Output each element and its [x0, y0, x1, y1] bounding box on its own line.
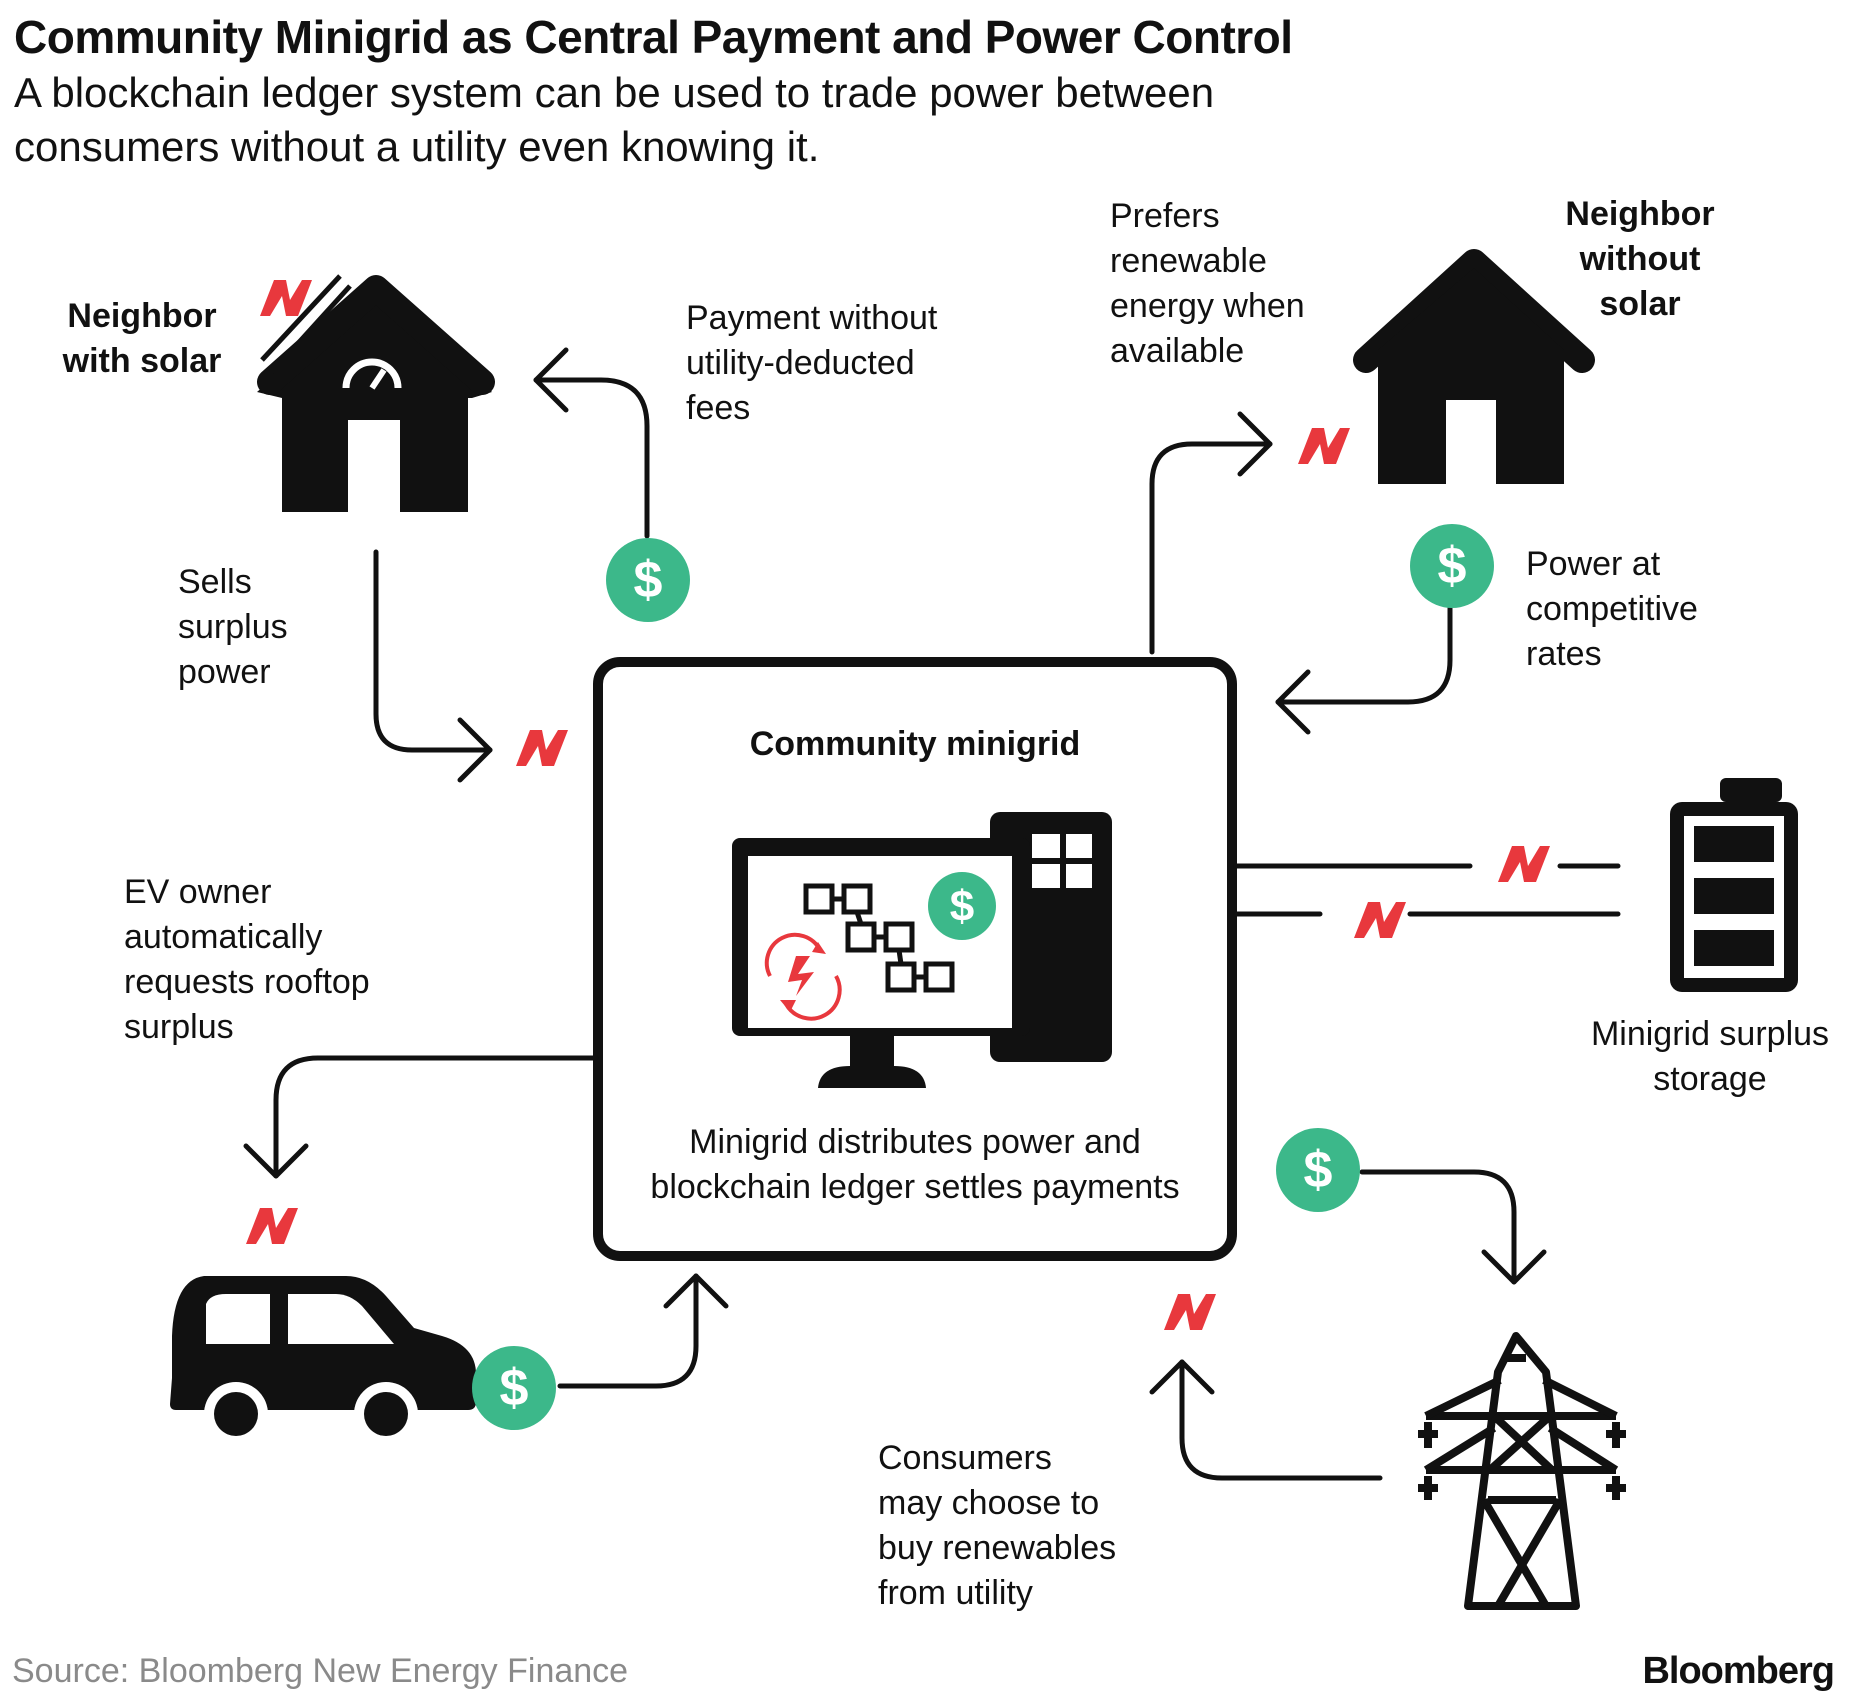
- payment-annotation: Payment without utility-deducted fees: [686, 299, 938, 427]
- neighbor-no-solar-label: Neighbor without solar: [1565, 195, 1715, 323]
- computer-icon: $: [732, 812, 1112, 1088]
- house-solar-icon: [257, 274, 495, 512]
- storage-label: Minigrid surplus storage: [1590, 1015, 1830, 1098]
- consumers-annotation: Consumers may choose to buy renewables f…: [878, 1439, 1117, 1612]
- house-icon: [1353, 249, 1595, 484]
- brand-logo: Bloomberg: [1642, 1650, 1835, 1692]
- minigrid-caption: Minigrid distributes power and blockchai…: [650, 1123, 1180, 1206]
- pylon-icon: [1418, 1332, 1626, 1610]
- svg-text:$: $: [950, 882, 974, 931]
- prefers-annotation: Prefers renewable energy when available: [1110, 197, 1305, 370]
- battery-icon: [1670, 778, 1798, 992]
- minigrid-box: [593, 657, 1237, 1261]
- ev-owner-annotation: EV owner automatically requests rooftop …: [124, 873, 370, 1046]
- source-credit: Source: Bloomberg New Energy Finance: [12, 1652, 629, 1690]
- power-rates-annotation: Power at competitive rates: [1526, 545, 1698, 673]
- arrow-icon: [243, 347, 1621, 1481]
- page-title: Community Minigrid as Central Payment an…: [14, 11, 1293, 63]
- minigrid-title: Community minigrid: [749, 725, 1081, 763]
- page-subtitle: A blockchain ledger system can be used t…: [14, 69, 1215, 170]
- sells-annotation: Sells surplus power: [178, 563, 288, 691]
- car-icon: [170, 1208, 476, 1446]
- neighbor-solar-label: Neighbor with solar: [62, 297, 222, 380]
